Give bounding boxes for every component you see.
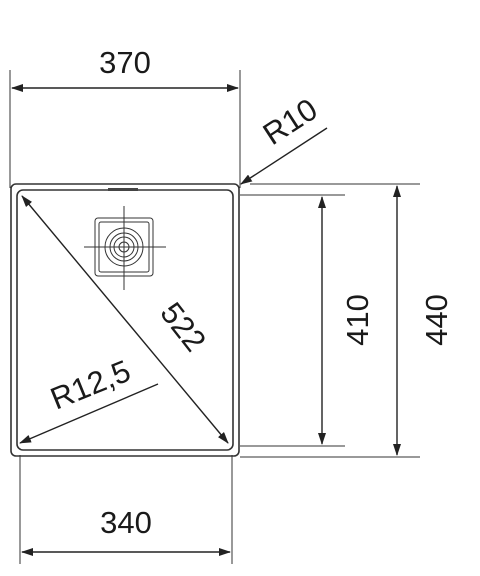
inner-radius-callout: R12,5 (19, 353, 159, 444)
outer-radius-callout: R10 (240, 92, 328, 185)
overall-width-dimension: 370 (9, 45, 241, 188)
drain-strainer-icon (84, 206, 166, 290)
overflow-slot (108, 188, 138, 191)
inner-depth-dimension: 410 (318, 196, 375, 445)
inner-width-dimension: 340 (19, 455, 233, 564)
overall-width-label: 370 (99, 45, 151, 80)
diagonal-label: 522 (153, 296, 212, 358)
inner-depth-label: 410 (340, 294, 375, 346)
sink-outer-outline (10, 183, 240, 457)
outer-radius-label: R10 (257, 92, 324, 152)
overall-depth-label: 440 (419, 294, 454, 346)
inner-radius-label: R12,5 (46, 353, 136, 416)
inner-width-label: 340 (100, 505, 152, 540)
overall-depth-dimension: 440 (393, 185, 454, 456)
